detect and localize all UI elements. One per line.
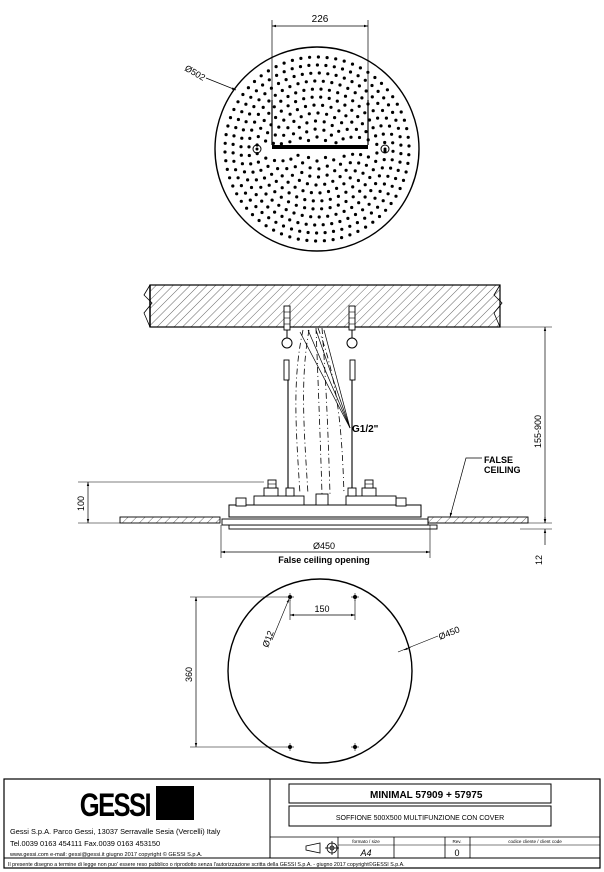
title-block: [3, 778, 601, 869]
dim-opening-diameter: Ø450: [313, 541, 335, 551]
suspension-rod-left: [281, 305, 293, 496]
company-line-1: Gessi S.p.A. Parco Gessi, 13037 Serraval…: [10, 827, 221, 836]
logo-text: GESSI: [80, 788, 151, 823]
false-ceiling: [119, 516, 529, 526]
mount-hole-bottom-left: [286, 743, 294, 751]
company-line-2: Tel.0039 0163 454111 Fax.0039 0163 45315…: [10, 839, 160, 848]
suspension-rod-right: [346, 305, 358, 496]
label-connection: G1/2": [352, 424, 379, 435]
dim-hole-distance: 360: [184, 667, 194, 682]
footer-notice: Il presente disegno a termine di legge n…: [8, 861, 405, 868]
product-description: SOFFIONE 500X500 MULTIFUNZIONE CON COVER: [336, 815, 504, 822]
dim-cutout-diameter: Ø450: [437, 624, 461, 642]
format-value: A4: [359, 848, 371, 858]
logo-square: [156, 786, 194, 820]
label-opening: False ceiling opening: [278, 555, 370, 565]
top-view: 226 Ø502: [183, 14, 420, 252]
label-false-ceiling-2: CEILING: [484, 465, 521, 475]
dim-offset: 12: [534, 555, 544, 565]
rev-value: 0: [454, 848, 459, 858]
dim-hole-diameter: Ø12: [260, 629, 275, 648]
section-view: G1/2": [76, 284, 552, 565]
mount-hole-top-right: [351, 593, 359, 601]
mount-point-right: [380, 144, 390, 154]
client-code-header: codice cliente / client code: [508, 839, 562, 844]
mount-hole-bottom-right: [351, 743, 359, 751]
format-header: formato / size: [352, 839, 380, 844]
label-false-ceiling-1: FALSE: [484, 455, 513, 465]
mount-point-left: [252, 144, 262, 154]
dim-hole-spacing: 150: [314, 604, 329, 614]
showerhead-body: [228, 479, 438, 530]
cutout-outline: [227, 578, 413, 764]
ceiling-slab: [149, 284, 501, 328]
cutout-view: 150 Ø12 360 Ø450: [184, 578, 461, 764]
mount-hole-top-left: [286, 593, 294, 601]
dim-depth: 100: [76, 496, 86, 511]
product-name: MINIMAL 57909 + 57975: [370, 790, 483, 801]
dim-top-diameter: Ø502: [183, 63, 207, 83]
dim-top-width: 226: [312, 14, 329, 25]
rev-header: Rev.: [452, 839, 461, 844]
center-bar: [272, 145, 368, 149]
dim-height-range: 155-900: [533, 415, 543, 448]
company-line-3: www.gessi.com e-mail: gessi@gessi.it giu…: [9, 851, 203, 858]
showerhead-outline: [214, 46, 420, 252]
water-hoses: [295, 327, 345, 495]
projection-symbol: [305, 841, 339, 855]
